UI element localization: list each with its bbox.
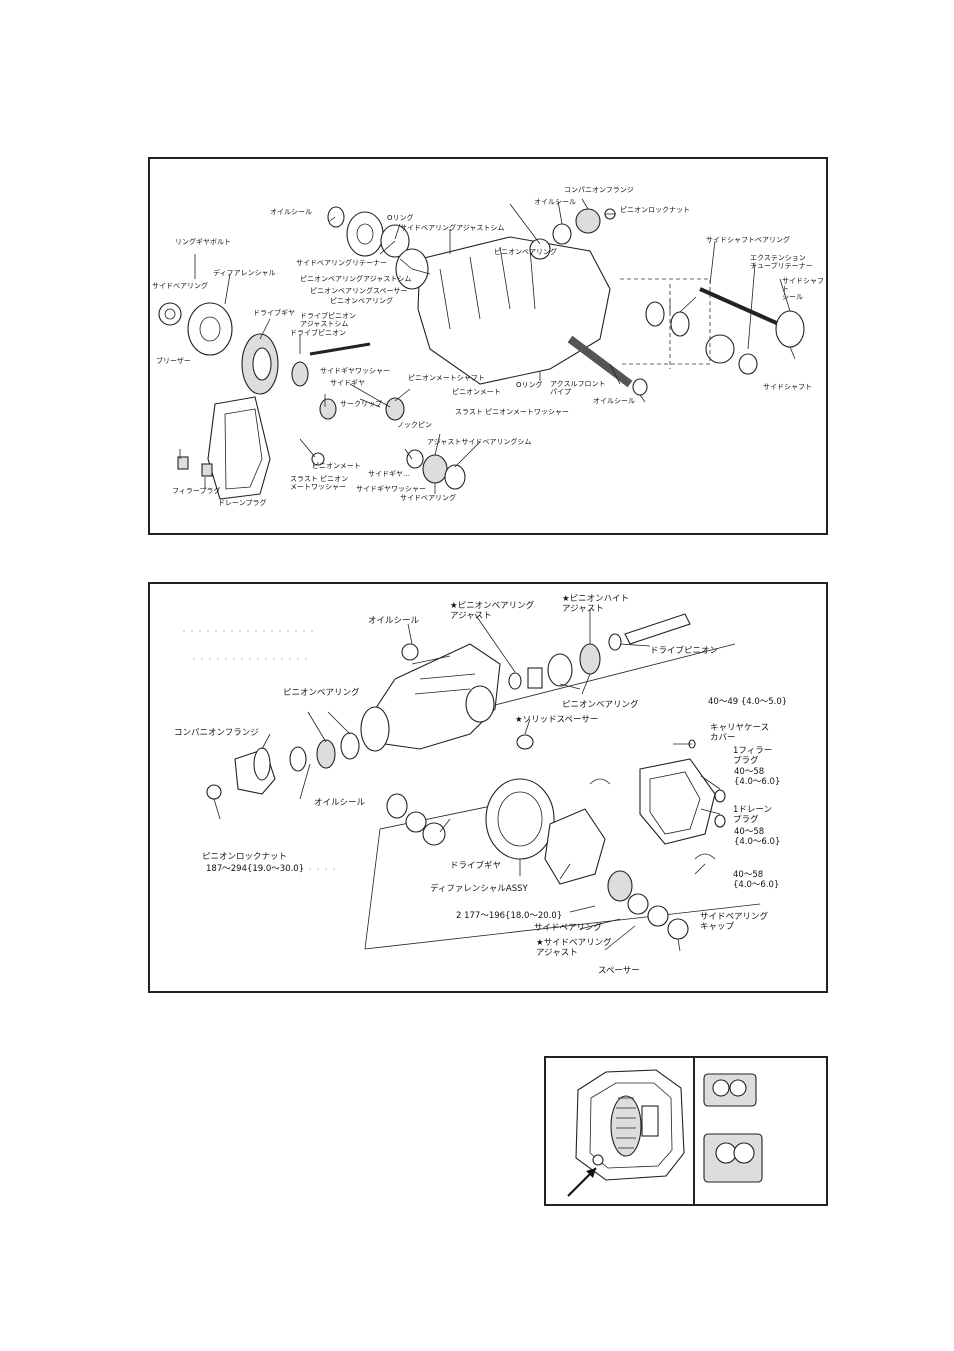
label-side-bearing-cap: サイドベアリング キャップ (700, 912, 769, 932)
label-filler-plug: フィラープラグ (172, 487, 221, 495)
photo-illustrations (567, 1058, 763, 1204)
label-drain-plug-2: 1ドレーン プラグ (733, 805, 772, 825)
label-extension-tube-retainer: エクステンション チューブリテーナー (750, 254, 813, 270)
exploded-drawing-1 (158, 198, 805, 500)
label-oil-seal-front-2: オイルシール (314, 798, 366, 808)
label-side-shaft-seal: サイドシャフト シール (782, 277, 824, 301)
label-filler-torque: 40～58 {4.0～6.0} (734, 767, 781, 787)
rear-cover (207, 396, 271, 500)
label-side-bearing-b: サイドベアリング (400, 494, 456, 502)
label-pinion-bearing-left: ピニオンベアリング (283, 688, 360, 698)
label-side-shaft: サイドシャフト (763, 383, 812, 391)
label-cap-torque: 40～58 {4.0～6.0} (733, 870, 780, 890)
label-drive-pinion-2: ドライブピニオン (650, 646, 719, 656)
label-ring-gear-bolt: リングギヤボルト (175, 238, 231, 246)
label-oil-seal-top-2: オイルシール (368, 616, 420, 626)
label-side-gear: サイドギヤ (330, 379, 365, 387)
label-side-bearing-left: サイドベアリング (152, 282, 208, 290)
label-breather: ブリーザー (156, 357, 191, 365)
label-companion-flange-2: コンパニオンフランジ (174, 728, 259, 738)
label-filler-plug-2: 1フィラー プラグ (733, 746, 773, 766)
side-bearing-left (158, 302, 182, 326)
carrier-case-cover-2 (639, 758, 716, 845)
label-drive-gear-2: ドライブギヤ (450, 861, 502, 871)
label-pinion-bearing-right: ピニオンベアリング (562, 700, 639, 710)
label-side-bearing-adjust: ★サイドベアリング アジャスト (536, 938, 612, 958)
label-pinion-bearing-adjust: ★ピニオンベアリング アジャスト (450, 601, 535, 621)
label-side-gear-washer: サイドギヤワッシャー (320, 367, 390, 375)
label-knock-pin: ノックピン (397, 421, 432, 429)
differential-case (187, 302, 233, 356)
label-oil-seal-front: オイルシール (534, 198, 576, 206)
exploded-view-2: ・・・・・・・・・・・・・・・・・ ・・・・・・・・・・・・・・・ ・・・・・・… (148, 582, 828, 993)
label-carrier-case-cover: キャリヤケース カバー (710, 723, 770, 743)
label-pinion-mate-shaft: ピニオンメートシャフト (408, 374, 485, 382)
label-pinion-bearing-top: ピニオンベアリング (494, 248, 557, 256)
label-pinion-bearing-adjust-shim: ピニオンベアリングアジャストシム (300, 275, 412, 283)
label-o-ring-mid: Oリング (516, 381, 543, 389)
label-pinion-lock-nut-2: ピニオンロックナット (202, 852, 288, 862)
label-axle-front-pipe: アクスルフロント パイプ (550, 380, 606, 396)
label-thrust-pinion-mate-washer: スラスト ピニオンメートワッシャー (455, 408, 569, 416)
exploded-view-1: リングギヤボルト サイドベアリング ディフアレンシャル ドライブギヤ ドライブピ… (148, 157, 828, 535)
label-oil-seal-top: オイルシール (270, 208, 312, 216)
label-side-bearing-retainer: サイドベアリングリテーナー (296, 259, 387, 267)
label-pinion-mate-l: ピニオンメート (312, 462, 361, 470)
label-pinion-bearing-mid: ピニオンベアリング (330, 297, 393, 305)
drive-gear-2 (485, 778, 555, 860)
label-thrust-pinion-mate-washer-l: スラスト ピニオン メートワッシャー (290, 475, 349, 491)
label-adjust-side-bearing-shim: アジャストサイドベアリングシム (427, 438, 532, 446)
label-o-ring-top: Oリング (387, 214, 414, 222)
label-pinion-bearing-spacer: ピニオンベアリングスペーサー (310, 287, 408, 295)
label-oil-seal-bottom: オイルシール (593, 397, 635, 405)
label-drain-torque: 40～58 {4.0～6.0} (734, 827, 781, 847)
label-circlip: サークリップ (340, 400, 382, 408)
label-side-shaft-bearing: サイドシャフトベアリング (706, 236, 790, 244)
label-spacer: スペーサー (598, 966, 640, 976)
label-drive-gear: ドライブギヤ (253, 309, 295, 317)
carrier-housing (417, 236, 611, 385)
label-drain-plug: ドレーンプラグ (218, 499, 267, 507)
label-drive-pinion-adjust-shim: ドライブピニオン アジャストシム (300, 312, 356, 328)
label-side-gear-washer-b: サイドギヤワッシャー (356, 485, 426, 493)
label-side-bearing-adjust-shim: サイドベアリングアジャストシム (400, 224, 505, 232)
label-pinion-mate-mid: ピニオンメート (452, 388, 501, 396)
label-pinion-lock-nut: ピニオンロックナット (620, 206, 690, 214)
label-solid-spacer: ★ソリッドスペーサー (515, 715, 599, 725)
exploded-drawing-2 (206, 609, 761, 952)
photo-panel (544, 1056, 828, 1206)
label-lock-nut-torque: 187～294{19.0～30.0} (206, 864, 305, 874)
label-pinion-height-adjust: ★ピニオンハイト アジャスト (562, 594, 629, 614)
label-drive-pinion: ドライブピニオン (290, 329, 346, 337)
label-ring-bolt-torque: 2 177～196{18.0～20.0} (456, 911, 563, 921)
label-side-gear-small: サイドギヤ… (368, 470, 410, 478)
label-differential-case: ディフアレンシャル (213, 269, 276, 277)
label-side-bearing-2: サイドベアリング (534, 923, 603, 933)
label-companion-flange: コンパニオンフランジ (564, 186, 634, 194)
label-differential-assy: ディファレンシャルASSY (430, 884, 528, 894)
label-torque-cover-bolt: 40～49 {4.0～5.0} (708, 697, 788, 707)
